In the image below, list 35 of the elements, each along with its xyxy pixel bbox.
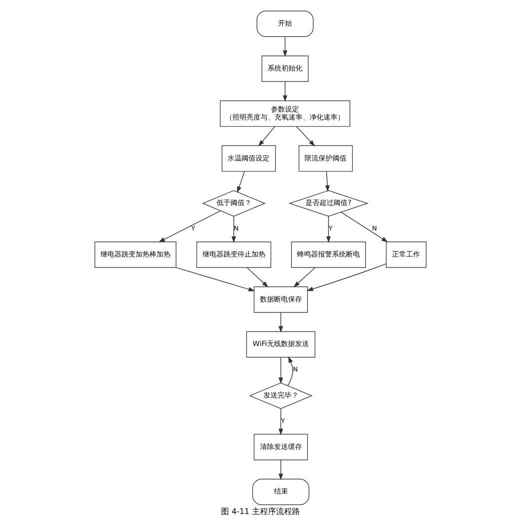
node-box: 正常工作 xyxy=(385,242,426,268)
arrow xyxy=(158,210,220,242)
arrow xyxy=(292,267,315,288)
arrow xyxy=(258,126,275,146)
node-box: 水温阈值设定 xyxy=(221,145,276,172)
node-box: 数据断电保存 xyxy=(253,286,308,313)
arrow xyxy=(175,267,254,292)
node-diamond: 发送完毕？ xyxy=(248,382,312,409)
node-diamond: 是否超过阈值? xyxy=(288,190,368,217)
arrow xyxy=(231,216,236,243)
arrow xyxy=(282,81,287,102)
node-box: 结束 xyxy=(252,478,309,506)
node-box: 限流保护阈值 xyxy=(298,145,352,172)
arrow xyxy=(324,171,330,192)
arrow xyxy=(286,356,293,386)
arrow xyxy=(278,408,283,436)
arrow xyxy=(326,216,330,243)
arrow xyxy=(340,212,388,242)
arrow xyxy=(282,36,287,57)
node-box: 开始 xyxy=(256,10,314,37)
node-box: 继电器跳变加热棒加热 xyxy=(94,242,176,268)
arrow xyxy=(246,267,268,288)
node-box: 蜂鸣器报警系统断电 xyxy=(290,242,366,268)
node-box: 清除发送缓存 xyxy=(253,434,308,460)
node-diamond: 低于阈值？ xyxy=(201,190,266,217)
node-box: 系统初始化 xyxy=(261,56,308,82)
node-box: 参数设定 （照明亮度与、充氧速率、净化速率） xyxy=(219,100,350,127)
node-box: WiFi无线数据发送 xyxy=(246,331,315,358)
arrow xyxy=(306,263,386,292)
arrow xyxy=(278,312,283,333)
arrow xyxy=(278,357,283,384)
node-box: 继电器跳变停止加热 xyxy=(196,242,271,268)
arrow xyxy=(296,126,315,146)
arrow xyxy=(236,171,244,193)
arrow xyxy=(278,460,283,480)
